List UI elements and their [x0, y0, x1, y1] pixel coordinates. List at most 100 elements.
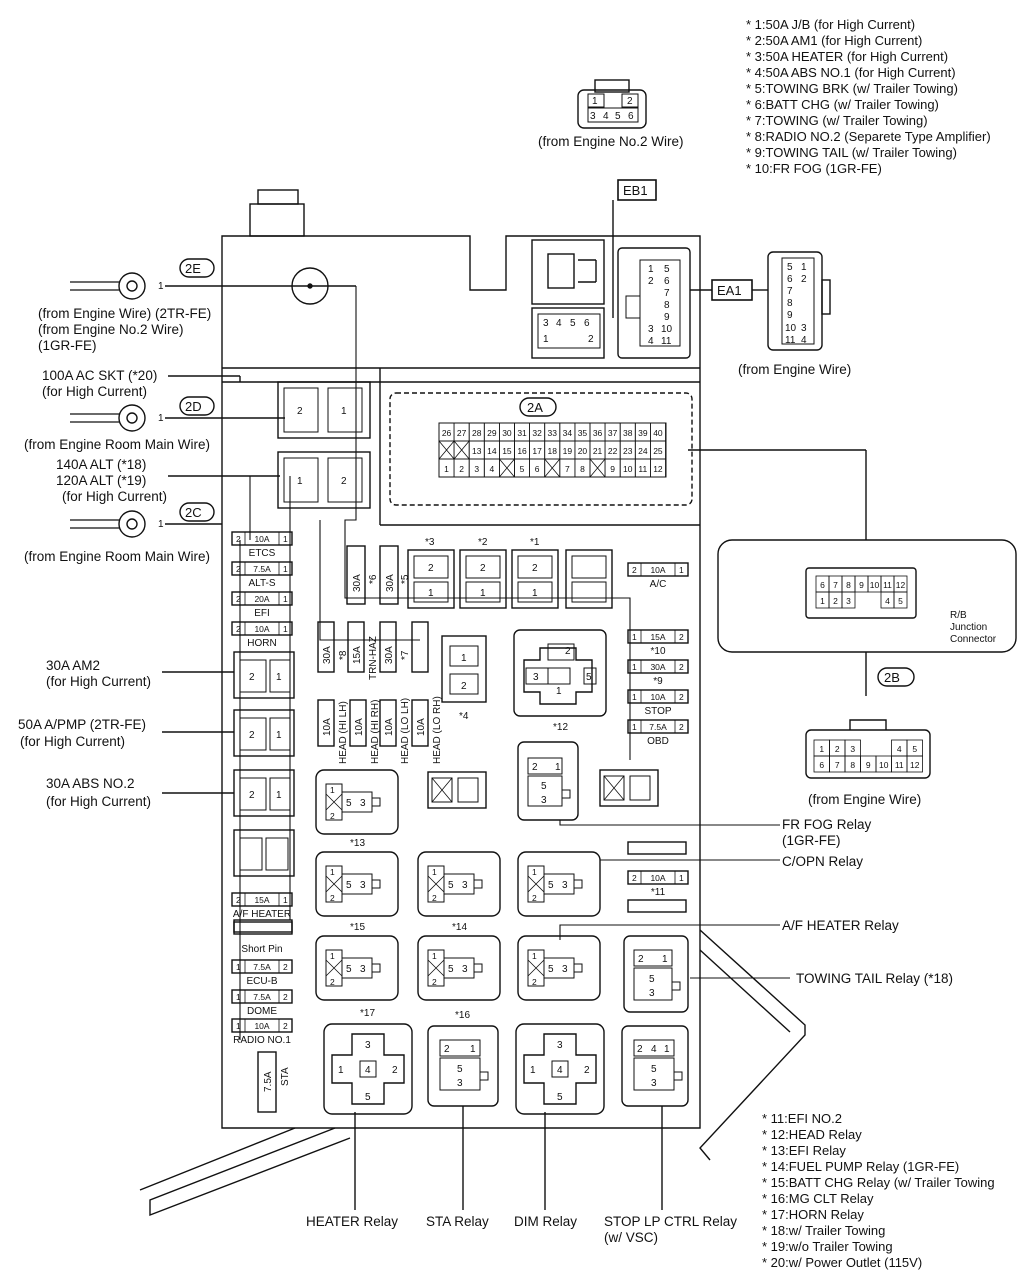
- pin-label: 2: [833, 596, 838, 606]
- pin-label: 1: [632, 722, 637, 732]
- engine-room-main-label: (from Engine Room Main Wire): [24, 549, 210, 564]
- grid-cell: [650, 458, 666, 478]
- pin-label: 10: [661, 324, 673, 335]
- pin-label: 10: [785, 323, 797, 334]
- fuse-name: STA: [280, 1067, 291, 1086]
- pin-label: 8: [580, 464, 585, 474]
- pin-label: 1: [801, 262, 807, 273]
- pin-label: 1: [236, 992, 241, 1002]
- relay-housing: [517, 851, 601, 917]
- small-connector-obd: [599, 769, 659, 807]
- pin-label: 1: [444, 464, 449, 474]
- pin-label: 2: [330, 811, 335, 821]
- star-label: *17: [360, 1008, 375, 1019]
- pin-label: 2: [283, 1021, 288, 1031]
- star-label: *13: [350, 838, 365, 849]
- pin-label: 3: [801, 323, 807, 334]
- pin-label: 38: [623, 428, 633, 438]
- rb-label: Junction: [950, 622, 987, 633]
- fr-fog-label: (1GR-FE): [782, 833, 841, 848]
- relay-coil-mark: [427, 875, 445, 893]
- pin-label: 6: [820, 580, 825, 590]
- big-fuse-apmp: 2 1 50A A/PMP (2TR-FE) (for High Current…: [18, 709, 295, 757]
- pin-label: 23: [623, 446, 633, 456]
- fuse-name: *10: [650, 646, 665, 657]
- ea1-label: EA1: [717, 283, 742, 298]
- pin-label: 5: [586, 672, 592, 683]
- relay-cross-body: [523, 1033, 597, 1105]
- pin-label: 1: [820, 596, 825, 606]
- engine-wire-label: (1GR-FE): [38, 338, 97, 353]
- pin-label: 1: [532, 951, 537, 961]
- pin-label: 2: [236, 624, 241, 634]
- pin-label: 4: [885, 596, 890, 606]
- pin-label: 2: [330, 893, 335, 903]
- relay-housing: [417, 851, 501, 917]
- pin-label: 5: [615, 111, 621, 122]
- note-line: * 20:w/ Power Outlet (115V): [762, 1255, 922, 1270]
- fuse-body: [627, 689, 689, 704]
- star-label: *12: [553, 722, 568, 733]
- pin-label: 9: [787, 310, 793, 321]
- pin-label: 24: [638, 446, 648, 456]
- blank-cell-mark: [499, 458, 515, 478]
- pin-label: 5: [570, 318, 576, 329]
- note-line: * 13:EFI Relay: [762, 1143, 846, 1158]
- pin-label: 1: [532, 867, 537, 877]
- pin-label: 2: [236, 594, 241, 604]
- pin-label: 2: [588, 334, 594, 345]
- pin-label: 5: [365, 1092, 371, 1103]
- ac-skt-label: 100A AC SKT (*20): [42, 368, 157, 383]
- pin-label: 1: [330, 867, 335, 877]
- pin-label: 6: [819, 760, 824, 770]
- fuse-body: [231, 561, 293, 576]
- pin-label: 2: [532, 977, 537, 987]
- pin-label: 2: [532, 893, 537, 903]
- fuse-body: [231, 959, 293, 974]
- fuse-amp: 10A: [384, 718, 395, 736]
- fr-fog-label: FR FOG Relay: [782, 817, 872, 832]
- relay-tab: [371, 797, 381, 807]
- pin-label: 11: [895, 760, 904, 770]
- heater-relay-label: HEATER Relay: [306, 1214, 398, 1229]
- pin-label: 2: [236, 895, 241, 905]
- pin-label: 1: [679, 873, 684, 883]
- fuse-name: EFI: [254, 608, 270, 619]
- pin-label: 1: [592, 96, 598, 107]
- pin-label: 1: [276, 730, 282, 741]
- pin-label: 8: [664, 300, 670, 311]
- engine-no2-connector: 1 2 3 4 5 6 (from Engine No.2 Wire): [538, 79, 684, 149]
- tag-2b-label: 2B: [884, 670, 900, 685]
- pin-label: 6: [584, 318, 590, 329]
- pin-label: 2: [249, 790, 255, 801]
- fuse-amp: 30A: [385, 574, 396, 592]
- relay-tab: [371, 963, 381, 973]
- grid-cell: [841, 591, 856, 609]
- terminal-2d: 100A AC SKT (*20) (for High Current) 1 2…: [24, 368, 285, 452]
- fuse-body: [627, 562, 689, 577]
- blank-cell-mark: [453, 440, 470, 460]
- fuse-amp: 15A: [352, 646, 363, 664]
- pin-label: 5: [548, 964, 554, 975]
- pin-label: 11: [883, 580, 892, 590]
- relay-housing: [517, 935, 601, 1001]
- pin-label: 3: [360, 798, 366, 809]
- star-label: *3: [425, 537, 435, 548]
- fuse-name: DOME: [247, 1006, 277, 1017]
- pin-label: 2: [565, 646, 571, 657]
- alt-label: 140A ALT (*18): [56, 457, 146, 472]
- relay-stop-lp: 2 4 1 5 3: [621, 1025, 689, 1107]
- pin-label: 2: [297, 406, 303, 417]
- relay-tab: [371, 879, 381, 889]
- pin-label: 1: [632, 662, 637, 672]
- note-line: * 9:TOWING TAIL (w/ Trailer Towing): [746, 145, 957, 160]
- pin-label: 2: [638, 954, 644, 965]
- pin-label: 2: [532, 762, 538, 773]
